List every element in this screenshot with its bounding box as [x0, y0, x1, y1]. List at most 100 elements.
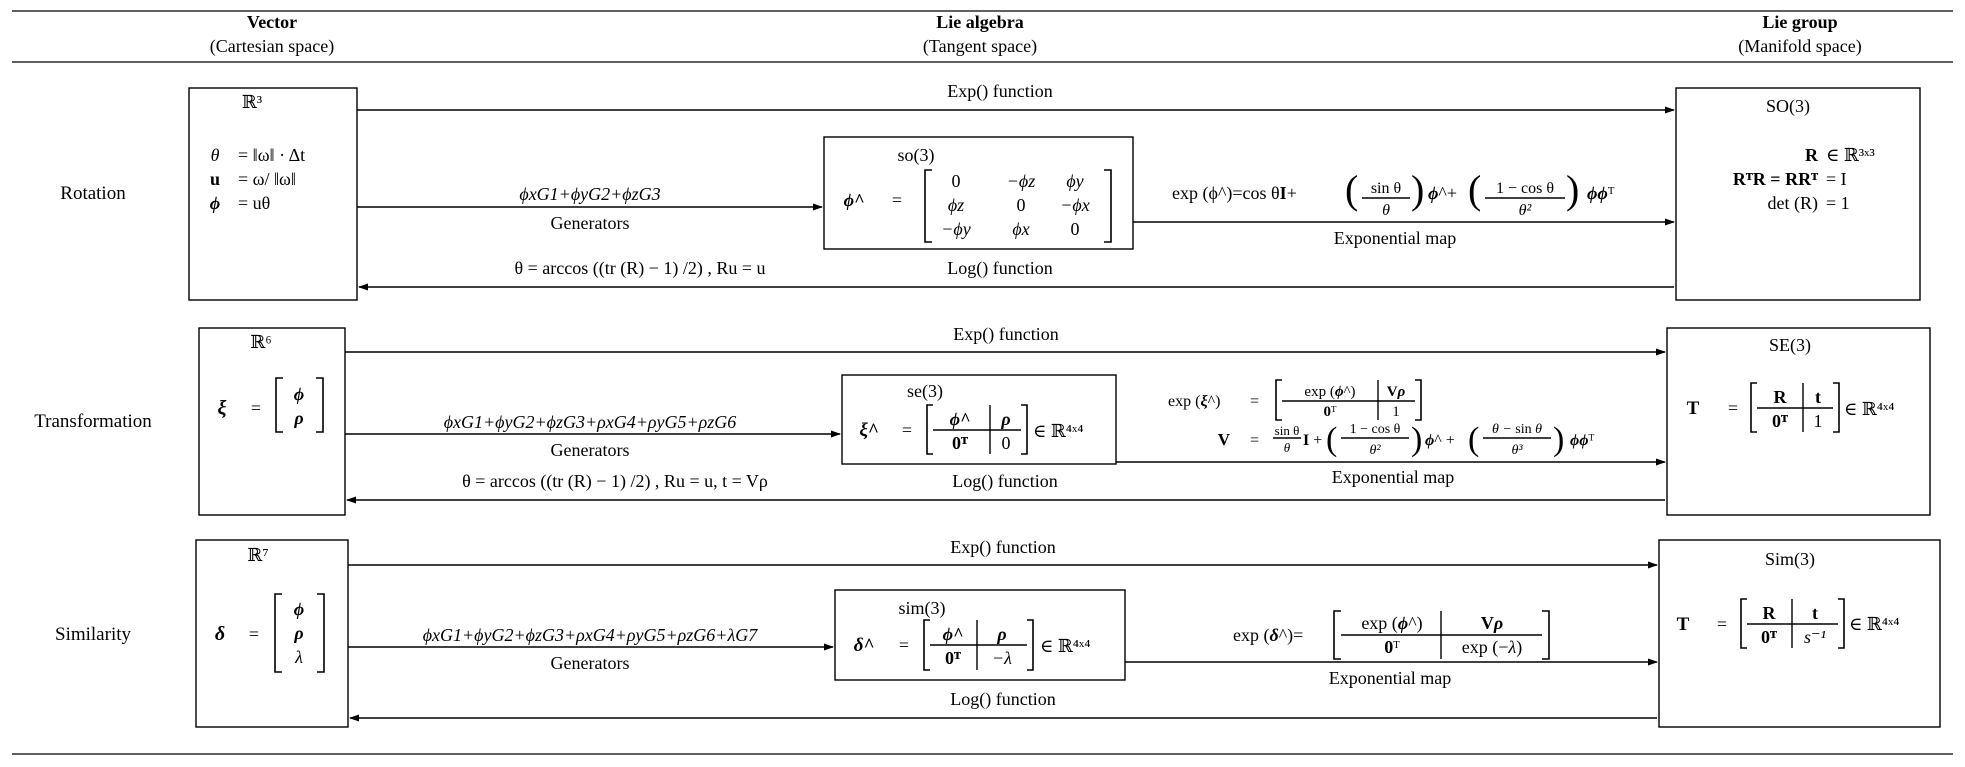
transformation-vector-lhs: ξ	[218, 397, 227, 419]
similarity-algebra-eq: =	[899, 635, 909, 655]
similarity-algebra-bracket-left	[923, 619, 930, 671]
similarity-expmap-cell: exp (ϕ^)	[1361, 613, 1422, 634]
similarity-group-box	[1658, 539, 1941, 728]
transformation-algebra-box	[841, 374, 1117, 465]
transformation-group-bracket-right	[1833, 382, 1840, 433]
transformation-v-den1: θ	[1284, 440, 1291, 455]
rotation-expmap-paren2-close: )	[1566, 167, 1579, 212]
rotation-axis-definition: = ω/ ‖ω‖	[238, 169, 296, 189]
similarity-algebra-lhs: δ^	[854, 635, 875, 656]
similarity-algebra-name: sim(3)	[899, 598, 946, 619]
rotation-expmap-mid: ϕ^+	[1428, 183, 1457, 203]
transformation-algebra-cell: 0ᵀ	[952, 433, 968, 453]
similarity-algebra-cell: 0ᵀ	[945, 648, 961, 668]
transformation-vector-box	[198, 327, 346, 516]
similarity-vector-eq: =	[249, 624, 259, 644]
algebra-column-subtitle: (Tangent space)	[923, 36, 1037, 57]
rotation-matrix-cell: −ϕx	[1060, 195, 1089, 215]
transformation-v-paren1-close: )	[1411, 421, 1422, 458]
transformation-generators-formula: ϕxG1+ϕyG2+ϕzG3+ρxG4+ρyG5+ρzG6	[444, 412, 737, 432]
similarity-log-label: Log() function	[950, 689, 1055, 710]
similarity-vector-box	[195, 539, 349, 728]
transformation-v-paren2-open: (	[1468, 421, 1479, 458]
transformation-algebra-bracket-left	[926, 404, 933, 455]
similarity-algebra-cell: ρ	[996, 624, 1006, 644]
transformation-vector-entry: ρ	[293, 408, 303, 428]
rotation-matrix-cell: 0	[1017, 195, 1026, 215]
transformation-expmap-eq: =	[1250, 393, 1259, 410]
transformation-v-tail: ϕϕᵀ	[1570, 432, 1595, 449]
rotation-expmap-paren-open: (	[1345, 167, 1358, 212]
transformation-vector-eq: =	[251, 398, 261, 418]
rotation-algebra-eq: =	[892, 190, 902, 210]
row-label-transformation: Transformation	[34, 411, 152, 432]
rotation-algebra-name: so(3)	[898, 145, 935, 166]
rotation-group-box	[1675, 87, 1921, 301]
transformation-expmap-formula: exp (ξ^) = exp (ϕ^) Vρ 0ᵀ 1	[1168, 379, 1422, 421]
rotation-matrix-bracket-left	[924, 169, 932, 243]
transformation-v-plus1: I +	[1303, 432, 1322, 449]
similarity-expmap-cell: Vρ	[1481, 613, 1503, 633]
rotation-algebra-lhs: ϕ^	[844, 190, 865, 210]
transformation-v-num1: sin θ	[1275, 423, 1300, 438]
transformation-vector-bracket-right	[316, 377, 324, 433]
similarity-vector-entry: ρ	[293, 623, 303, 643]
similarity-generators-formula: ϕxG1+ϕyG2+ϕzG3+ρxG4+ρyG5+ρzG6+λG7	[423, 625, 759, 645]
algebra-column-title: Lie algebra	[936, 12, 1024, 32]
rotation-matrix-cell: −ϕz	[1007, 171, 1035, 191]
similarity-group-bracket-left	[1740, 598, 1747, 649]
row-similarity: Similarity ℝ⁷ δ = ϕ ρ λ Exp() function ϕ…	[55, 537, 1941, 728]
transformation-v-paren2-close: )	[1553, 421, 1564, 458]
similarity-group-name: Sim(3)	[1765, 549, 1815, 570]
transformation-expmap-cell: 0ᵀ	[1324, 404, 1338, 420]
transformation-algebra-cell: ϕ^	[950, 409, 971, 429]
similarity-vector-entry: λ	[294, 647, 303, 667]
transformation-log-label: Log() function	[952, 471, 1057, 492]
transformation-algebra-eq: =	[902, 420, 912, 440]
transformation-v-den3: θ³	[1511, 443, 1523, 458]
rotation-vector-space: ℝ³	[242, 92, 263, 112]
similarity-group-bracket-right	[1838, 598, 1845, 649]
transformation-algebra-cell: ρ	[1000, 409, 1010, 429]
transformation-group-cell: R	[1774, 387, 1788, 407]
transformation-algebra-name: se(3)	[907, 381, 943, 402]
rotation-matrix-bracket-right	[1104, 169, 1112, 243]
row-rotation: Rotation ℝ³ θ = ‖ω‖ · Δt u = ω/ ‖ω‖ ϕ = …	[60, 81, 1921, 301]
similarity-group-eq: =	[1717, 614, 1727, 634]
similarity-group-cell: s⁻¹	[1804, 627, 1826, 647]
rotation-theta-definition: = ‖ω‖ · Δt	[238, 145, 305, 165]
transformation-group-eq: =	[1728, 398, 1738, 418]
rotation-expmap-tail: ϕϕᵀ	[1587, 183, 1615, 203]
transformation-expmap-cell: 1	[1392, 404, 1400, 420]
transformation-generators-label: Generators	[551, 440, 630, 460]
similarity-vector-space: ℝ⁷	[247, 545, 268, 565]
rotation-matrix-cell: ϕx	[1012, 219, 1029, 239]
rotation-expmap-num2: 1 − cos θ	[1496, 180, 1554, 197]
similarity-algebra-cell: −λ	[992, 648, 1012, 668]
transformation-group-cell: 1	[1814, 411, 1823, 431]
transformation-exp-label: Exp() function	[953, 324, 1058, 345]
transformation-group-name: SE(3)	[1769, 335, 1811, 356]
rotation-phi-definition: = uθ	[238, 193, 270, 213]
similarity-vector-bracket-left	[274, 593, 282, 673]
rotation-algebra-box	[823, 136, 1134, 250]
row-label-rotation: Rotation	[60, 183, 126, 204]
rotation-matrix-cell: 0	[1071, 219, 1080, 239]
transformation-expmap-label: Exponential map	[1332, 467, 1454, 487]
rotation-group-rhs: = I	[1826, 169, 1847, 189]
vector-column-subtitle: (Cartesian space)	[210, 36, 334, 57]
transformation-vector-bracket-left	[275, 377, 283, 433]
transformation-group-cell: t	[1815, 387, 1821, 407]
similarity-algebra-set: ∈ ℝ⁴ˣ⁴	[1040, 636, 1091, 656]
rotation-matrix-cell: 0	[952, 171, 961, 191]
rotation-group-lhs: RᵀR = RRᵀ	[1733, 169, 1818, 189]
rotation-expmap-label: Exponential map	[1334, 228, 1456, 248]
rotation-generators-label: Generators	[551, 213, 630, 233]
transformation-v-lhs: V	[1218, 430, 1231, 449]
rotation-log-formula: θ = arccos ((tr (R) − 1) /2) , Ru = u	[514, 258, 765, 279]
transformation-vector-space: ℝ⁶	[250, 332, 271, 352]
transformation-v-formula: V = sin θ θ I + ( 1 − cos θ θ² ) ϕ^ + ( …	[1218, 421, 1595, 458]
row-transformation: Transformation ℝ⁶ ξ = ϕ ρ Exp() function…	[34, 324, 1931, 516]
similarity-expmap-label: Exponential map	[1329, 668, 1451, 688]
